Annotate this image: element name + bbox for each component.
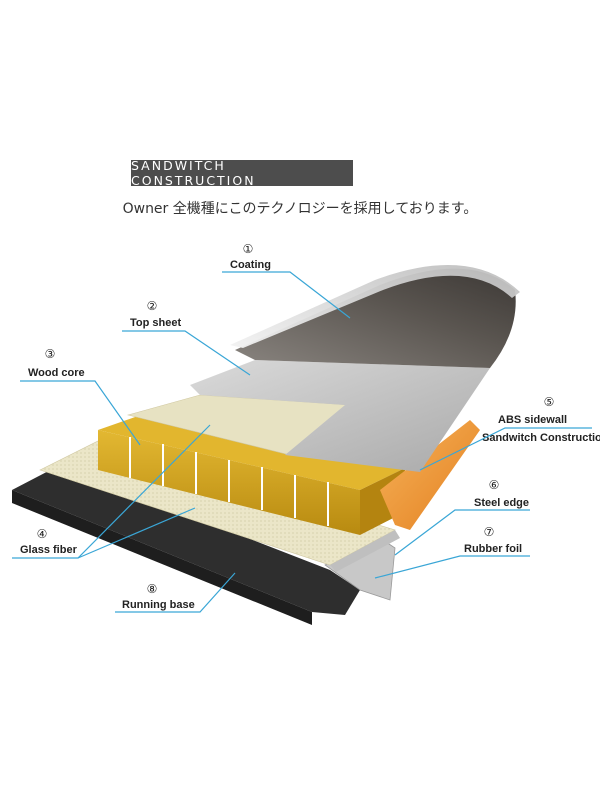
wood-core-stringers bbox=[129, 437, 329, 526]
top-sheet-layer bbox=[190, 360, 490, 472]
callout-number-7: ⑦ bbox=[484, 525, 495, 539]
callout-label-steel-edge: Steel edge bbox=[474, 497, 529, 509]
callout-number-5: ⑤ bbox=[544, 395, 555, 409]
callout-glass-fiber: ④ Glass fiber bbox=[12, 424, 211, 559]
callout-number-4: ④ bbox=[37, 527, 48, 541]
callout-label-abs-sidewall: ABS sidewall bbox=[498, 414, 567, 426]
callout-abs-sidewall: ⑤ ABS sidewall Sandwitch Construction bbox=[419, 395, 600, 471]
wood-core-top bbox=[98, 410, 405, 490]
callout-label-coating: Coating bbox=[230, 259, 271, 271]
callout-steel-edge: ⑥ Steel edge bbox=[394, 478, 530, 556]
callout-label-rubber-foil: Rubber foil bbox=[464, 543, 522, 555]
coating-transparent-film bbox=[230, 265, 520, 348]
callout-top-sheet: ② Top sheet bbox=[122, 299, 251, 376]
callout-label-wood-core: Wood core bbox=[28, 367, 85, 379]
abs-sidewall-layer bbox=[380, 420, 480, 530]
callout-coating: ① Coating bbox=[222, 242, 351, 319]
coating-layer bbox=[235, 268, 516, 368]
callout-label-top-sheet: Top sheet bbox=[130, 317, 181, 329]
subtitle-text: Owner 全機種にこのテクノロジーを採用しております。 bbox=[122, 201, 478, 217]
callout-label-running-base: Running base bbox=[122, 599, 195, 611]
callout-number-3: ③ bbox=[45, 347, 56, 361]
section-title: SANDWITCH CONSTRUCTION bbox=[131, 158, 256, 188]
callout-sublabel-sandwich: Sandwitch Construction bbox=[482, 432, 600, 444]
rubber-foil-layer bbox=[330, 530, 400, 572]
callout-number-2: ② bbox=[147, 299, 158, 313]
running-base-front-face bbox=[12, 490, 312, 625]
callout-label-glass-fiber: Glass fiber bbox=[20, 544, 78, 556]
running-base-layer bbox=[12, 465, 360, 615]
callout-number-1: ① bbox=[243, 242, 254, 256]
callout-wood-core: ③ Wood core bbox=[20, 347, 141, 446]
callout-rubber-foil: ⑦ Rubber foil bbox=[374, 525, 530, 579]
callout-number-6: ⑥ bbox=[489, 478, 500, 492]
callout-number-8: ⑧ bbox=[147, 582, 158, 596]
section-title-badge: SANDWITCH CONSTRUCTION bbox=[131, 158, 353, 188]
callout-running-base: ⑧ Running base bbox=[115, 572, 236, 613]
